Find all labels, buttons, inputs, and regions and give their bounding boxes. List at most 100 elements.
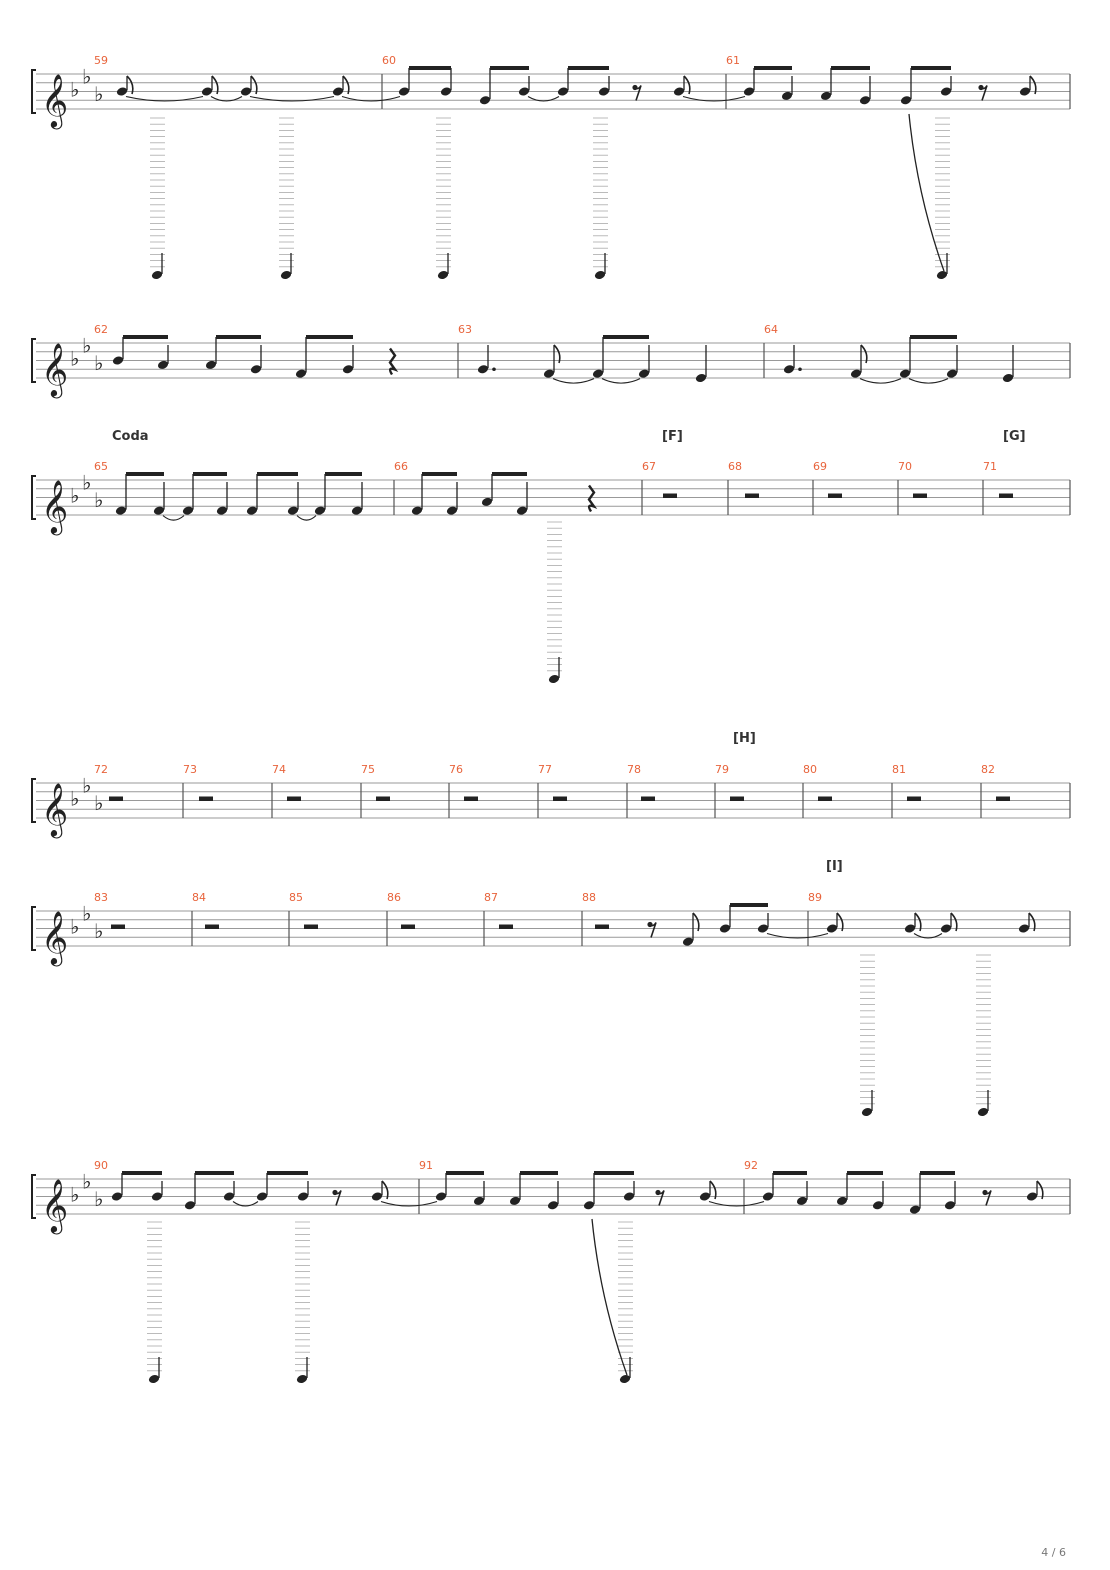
eighth-rest — [634, 85, 642, 101]
half-rest — [464, 796, 478, 801]
tie — [125, 95, 204, 102]
notehead — [583, 1201, 595, 1210]
system-bracket — [31, 338, 36, 383]
notehead — [820, 91, 832, 100]
notehead — [295, 369, 307, 378]
notehead — [516, 506, 528, 515]
notehead — [623, 1192, 635, 1201]
measure-number: 78 — [627, 763, 641, 776]
treble-clef-icon: 𝄞 — [41, 73, 68, 129]
flat-icon: ♭ — [82, 470, 91, 494]
tie — [766, 932, 829, 939]
measure-number: 85 — [289, 891, 303, 904]
measure-number: 77 — [538, 763, 552, 776]
note-flag — [683, 75, 691, 95]
flat-icon: ♭ — [82, 64, 91, 88]
half-rest — [499, 924, 513, 929]
notehead — [256, 1192, 268, 1201]
measure-number: 68 — [728, 460, 742, 473]
notehead — [673, 87, 685, 96]
measure-number: 66 — [394, 460, 408, 473]
notehead — [940, 924, 952, 933]
notehead — [682, 937, 694, 946]
tie — [859, 378, 902, 384]
notehead — [115, 506, 127, 515]
bass-notehead — [936, 271, 948, 279]
notehead — [699, 1192, 711, 1201]
half-rest — [641, 796, 655, 801]
augmentation-dot — [798, 367, 802, 372]
measure-number: 75 — [361, 763, 375, 776]
notehead — [598, 87, 610, 96]
notehead — [904, 924, 916, 933]
tie — [913, 933, 943, 939]
notehead — [944, 1201, 956, 1210]
notehead — [509, 1196, 521, 1205]
notehead — [481, 497, 493, 506]
measure-number: 83 — [94, 891, 108, 904]
half-rest — [730, 796, 744, 801]
notehead — [151, 1192, 163, 1201]
notehead — [342, 365, 354, 374]
half-rest — [199, 796, 213, 801]
half-rest — [907, 796, 921, 801]
notehead — [850, 369, 862, 378]
notehead — [153, 506, 165, 515]
half-rest — [401, 924, 415, 929]
flat-icon: ♭ — [94, 791, 103, 815]
notehead — [743, 87, 755, 96]
bass-notehead — [977, 1108, 989, 1116]
half-rest — [304, 924, 318, 929]
flat-icon: ♭ — [70, 347, 79, 371]
notehead — [1002, 374, 1014, 382]
note-flag — [709, 1180, 717, 1200]
slide-line — [591, 1218, 628, 1376]
flat-icon: ♭ — [82, 901, 91, 925]
half-rest — [999, 493, 1013, 498]
tie — [232, 1201, 259, 1207]
half-rest — [913, 493, 927, 498]
note-flag — [250, 75, 258, 95]
measure-number: 67 — [642, 460, 656, 473]
notehead — [314, 506, 326, 515]
notehead — [900, 96, 912, 105]
section-label: [F] — [662, 429, 683, 444]
notehead — [638, 369, 650, 378]
half-rest — [595, 924, 609, 929]
eighth-rest — [649, 922, 657, 938]
note-flag — [836, 912, 844, 932]
note-flag — [126, 75, 134, 95]
notehead — [547, 1201, 559, 1210]
measure-number: 69 — [813, 460, 827, 473]
section-label: Coda — [112, 429, 149, 444]
measure-number: 84 — [192, 891, 206, 904]
notehead — [796, 1196, 808, 1205]
measure-number: 60 — [382, 54, 396, 67]
measure-number: 72 — [94, 763, 108, 776]
notehead — [184, 1201, 196, 1210]
notehead — [872, 1201, 884, 1210]
notehead — [940, 87, 952, 96]
eighth-rest — [657, 1190, 665, 1206]
system-bracket — [31, 69, 36, 114]
measure-number: 65 — [94, 460, 108, 473]
half-rest — [109, 796, 123, 801]
quarter-rest — [587, 484, 598, 513]
notehead — [836, 1196, 848, 1205]
notehead — [411, 506, 423, 515]
measure-number: 63 — [458, 323, 472, 336]
tie — [527, 96, 560, 102]
notehead — [946, 369, 958, 378]
notehead — [592, 369, 604, 378]
eighth-rest — [334, 1190, 342, 1206]
measure-number: 89 — [808, 891, 822, 904]
half-rest — [553, 796, 567, 801]
system-bracket — [31, 475, 36, 520]
flat-icon: ♭ — [94, 351, 103, 375]
notehead — [757, 924, 769, 933]
